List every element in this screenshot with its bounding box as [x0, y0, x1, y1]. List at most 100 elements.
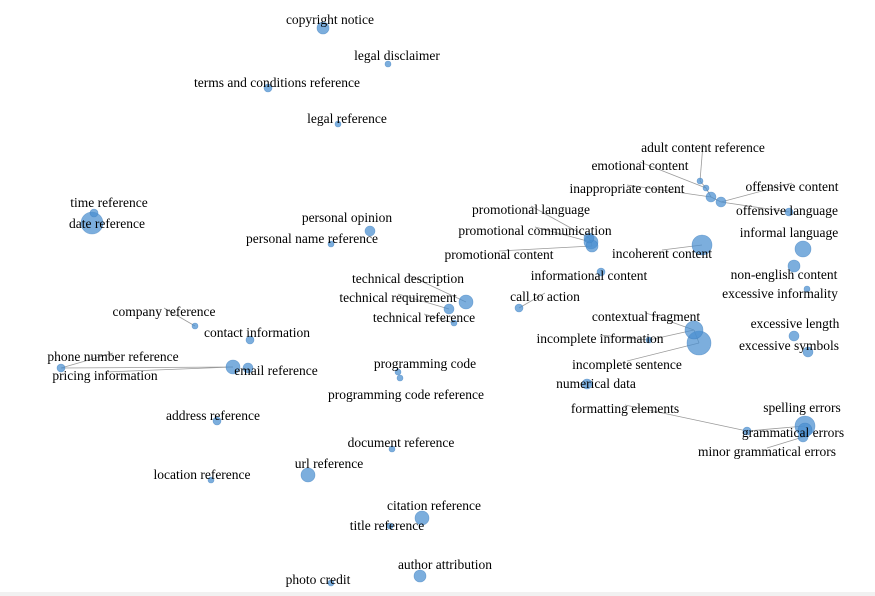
point-label: informal language	[740, 225, 839, 240]
point-label: author attribution	[398, 557, 492, 572]
point-label: incomplete information	[536, 331, 663, 346]
point-label: formatting elements	[571, 401, 679, 416]
bubble-point	[388, 445, 396, 453]
bubble-point	[742, 426, 752, 436]
leader-line	[720, 201, 790, 213]
point-label: legal disclaimer	[354, 48, 440, 63]
point-label: citation reference	[387, 498, 481, 513]
label-connector	[626, 184, 712, 198]
point-label: grammatical errors	[742, 425, 844, 440]
bubble-point	[89, 208, 99, 218]
point-label: url reference	[295, 456, 364, 471]
label-connector	[518, 292, 546, 309]
bubble-point	[386, 522, 394, 530]
bubble-point	[245, 335, 255, 345]
bubble-point	[327, 579, 335, 587]
point-label: minor grammatical errors	[698, 444, 836, 459]
bubble-point	[207, 476, 215, 484]
bubble-point	[581, 378, 593, 390]
leader-lines	[60, 143, 806, 449]
bubble-point	[56, 363, 66, 373]
bubble-point	[334, 120, 342, 128]
point-label: promotional communication	[458, 223, 612, 238]
point-label: excessive length	[751, 316, 840, 331]
point-label: photo credit	[286, 572, 351, 587]
point-label: emotional content	[591, 158, 688, 173]
point-label: promotional language	[472, 202, 590, 217]
bubble-point	[803, 285, 811, 293]
point-label: pricing information	[52, 368, 158, 383]
bubble-point	[396, 374, 404, 382]
label-connector	[423, 313, 455, 324]
point-label: company reference	[112, 304, 215, 319]
point-label: non-english content	[731, 267, 838, 282]
point-label: personal name reference	[246, 231, 378, 246]
bubble-point	[596, 267, 606, 277]
point-label: inappropriate content	[569, 181, 684, 196]
bubble-point	[514, 303, 524, 313]
point-label: offensive language	[736, 203, 838, 218]
bubble-point	[443, 303, 455, 315]
point-label: location reference	[153, 467, 250, 482]
label-connector	[626, 342, 700, 362]
bubble-point	[225, 359, 241, 375]
point-label: incomplete sentence	[572, 357, 682, 372]
point-label: document reference	[348, 435, 455, 450]
bubble-point	[797, 431, 809, 443]
point-label: time reference	[70, 195, 148, 210]
label-connector	[624, 404, 748, 432]
point-label: offensive content	[745, 179, 838, 194]
label-connector	[699, 143, 704, 182]
bubble-point	[458, 294, 474, 310]
bubble-point	[316, 21, 330, 35]
point-label: incoherent content	[612, 246, 712, 261]
bubbles	[56, 21, 816, 587]
point-label: contact information	[204, 325, 310, 340]
point-label: email reference	[234, 363, 318, 378]
label-connector	[498, 245, 593, 252]
bubble-point	[263, 83, 273, 93]
label-connector	[530, 205, 590, 239]
point-label: informational content	[531, 268, 648, 283]
label-connector	[766, 436, 804, 449]
bubble-point	[715, 196, 727, 208]
label-connector	[163, 307, 196, 327]
bubble-point	[802, 346, 814, 358]
point-label: title reference	[350, 518, 425, 533]
bubble-point	[394, 368, 402, 376]
bubble-point	[450, 319, 458, 327]
label-connector	[639, 161, 707, 189]
bubble-point	[242, 362, 254, 374]
bubble-point	[384, 60, 392, 68]
point-label: call to action	[510, 289, 580, 304]
label-connector	[104, 366, 234, 373]
point-label: terms and conditions reference	[194, 75, 360, 90]
bubble-point	[191, 322, 199, 330]
bubble-point	[413, 569, 427, 583]
point-label: excessive informality	[722, 286, 838, 301]
bubble-point	[787, 259, 801, 273]
bubble-point	[212, 416, 222, 426]
point-label: technical requirement	[339, 290, 457, 305]
point-label: technical reference	[373, 310, 475, 325]
point-label: excessive symbols	[739, 338, 839, 353]
point-label: copyright notice	[286, 12, 374, 27]
bubble-point	[705, 191, 717, 203]
point-label: adult content reference	[641, 140, 765, 155]
point-label: technical description	[352, 271, 464, 286]
label-connector	[397, 293, 450, 310]
label-connector	[720, 182, 793, 203]
point-label: spelling errors	[763, 400, 841, 415]
label-connector	[534, 226, 592, 243]
leader-line	[60, 366, 234, 369]
point-label: programming code reference	[328, 387, 484, 402]
bottom-edge	[0, 592, 875, 596]
bubble-point	[300, 467, 316, 483]
bubble-point	[414, 510, 430, 526]
bubble-point	[691, 234, 713, 256]
point-label: phone number reference	[47, 349, 178, 364]
bubble-point	[327, 240, 335, 248]
point-label: address reference	[166, 408, 260, 423]
point-label: contextual fragment	[592, 309, 701, 324]
